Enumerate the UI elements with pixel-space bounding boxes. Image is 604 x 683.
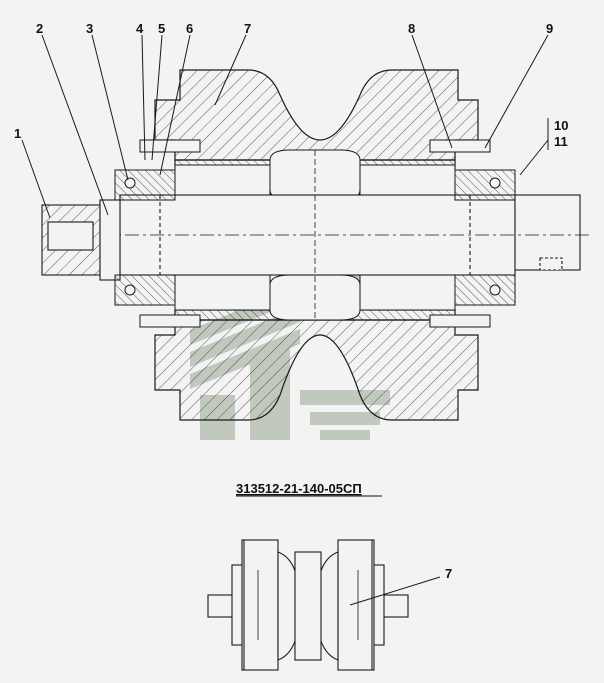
roller-exterior-view	[207, 539, 409, 671]
callout-11: 11	[554, 134, 568, 149]
flange-bolts	[139, 139, 491, 328]
assembly-code: 313512-21-140-05СП	[236, 481, 362, 496]
callout-1: 1	[14, 126, 21, 141]
callout-3: 3	[86, 21, 93, 36]
callout-8: 8	[408, 21, 415, 36]
leader-7-bottom	[349, 576, 441, 606]
callout-6: 6	[186, 21, 193, 36]
callout-9: 9	[546, 21, 553, 36]
bearing-housings	[114, 169, 516, 306]
callout-10: 10	[554, 118, 568, 133]
end-plug	[41, 199, 121, 281]
callout-7-bottom: 7	[445, 566, 452, 581]
callout-5: 5	[158, 21, 165, 36]
callout-7: 7	[244, 21, 251, 36]
callout-4: 4	[136, 21, 144, 36]
roller-body-section	[154, 69, 479, 421]
leader-lines	[21, 34, 549, 219]
axle-shaft	[100, 150, 590, 320]
callout-2: 2	[36, 21, 43, 36]
